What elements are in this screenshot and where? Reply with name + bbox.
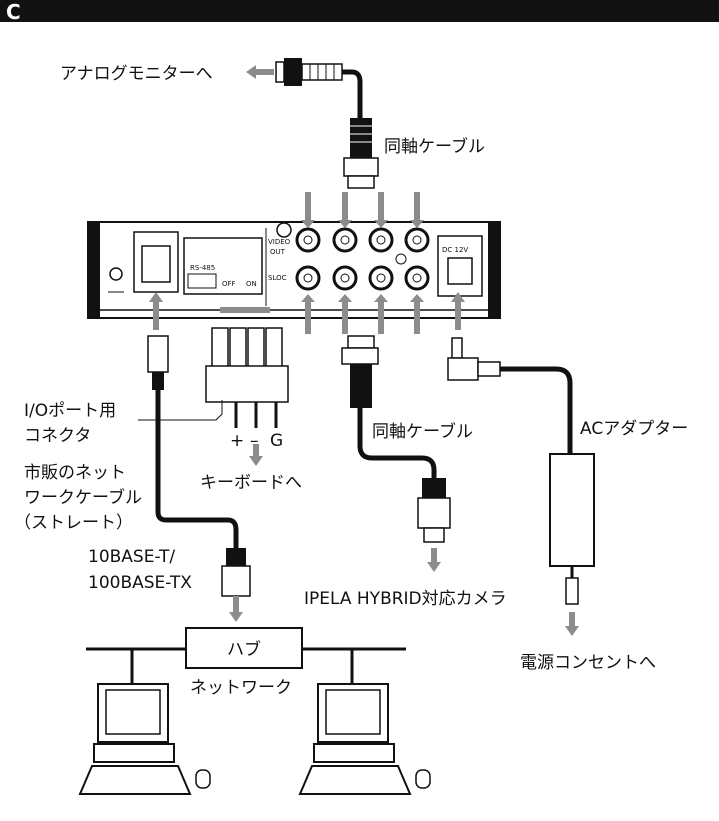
on-label: ON xyxy=(246,280,257,288)
coax-plug-bottom xyxy=(341,335,451,572)
ac-adapter xyxy=(447,337,595,636)
ac-adapter-label: ACアダプター xyxy=(580,419,688,439)
analog-monitor-connector xyxy=(246,58,363,118)
network-cable xyxy=(147,335,251,622)
computer-right xyxy=(298,683,431,795)
recorder-unit: RS-485 OFF ON VIDEO OUT SLOC DC 12V xyxy=(87,221,501,319)
cable-label-3: （ストレート） xyxy=(14,513,133,533)
bnc-in-top-row xyxy=(295,227,430,253)
dc-label: DC 12V xyxy=(442,246,468,254)
computer-left xyxy=(78,683,211,795)
section-label: C xyxy=(6,0,21,24)
io-port-label-2: コネクタ xyxy=(24,426,91,446)
coax-plug-top xyxy=(343,118,379,189)
base-tx-label: 100BASE-TX xyxy=(88,573,192,593)
pin-minus: – xyxy=(250,431,259,451)
off-label: OFF xyxy=(222,280,236,288)
network-hub xyxy=(86,627,406,692)
bnc-arrows xyxy=(149,192,465,334)
keyboard-label: キーボードへ xyxy=(200,473,302,493)
coax-cable-top-label: 同軸ケーブル xyxy=(384,136,485,157)
cable-label-1: 市販のネット xyxy=(24,463,126,483)
coax-cable-bottom-label: 同軸ケーブル xyxy=(372,421,473,442)
power-outlet-label: 電源コンセントへ xyxy=(520,653,656,673)
base-t-label: 10BASE-T/ xyxy=(88,547,175,567)
io-port-label-1: I/Oポート用 xyxy=(24,401,116,421)
rs485-label: RS-485 xyxy=(190,264,215,272)
pin-g: G xyxy=(270,431,283,451)
section-header-bar xyxy=(0,0,719,22)
sloc-label: SLOC xyxy=(268,274,287,282)
analog-monitor-label: アナログモニターへ xyxy=(60,64,213,84)
pin-plus: + xyxy=(230,431,244,451)
io-port-connector xyxy=(138,307,289,466)
video-out-label-1: VIDEO xyxy=(268,238,291,246)
cable-label-2: ワークケーブル xyxy=(24,487,142,508)
bnc-in-bottom-row xyxy=(295,265,430,291)
video-out-label-2: OUT xyxy=(270,248,286,256)
camera-label: IPELA HYBRID対応カメラ xyxy=(304,589,507,609)
hub-label: ハブ xyxy=(227,639,261,660)
network-label: ネットワーク xyxy=(190,678,292,698)
